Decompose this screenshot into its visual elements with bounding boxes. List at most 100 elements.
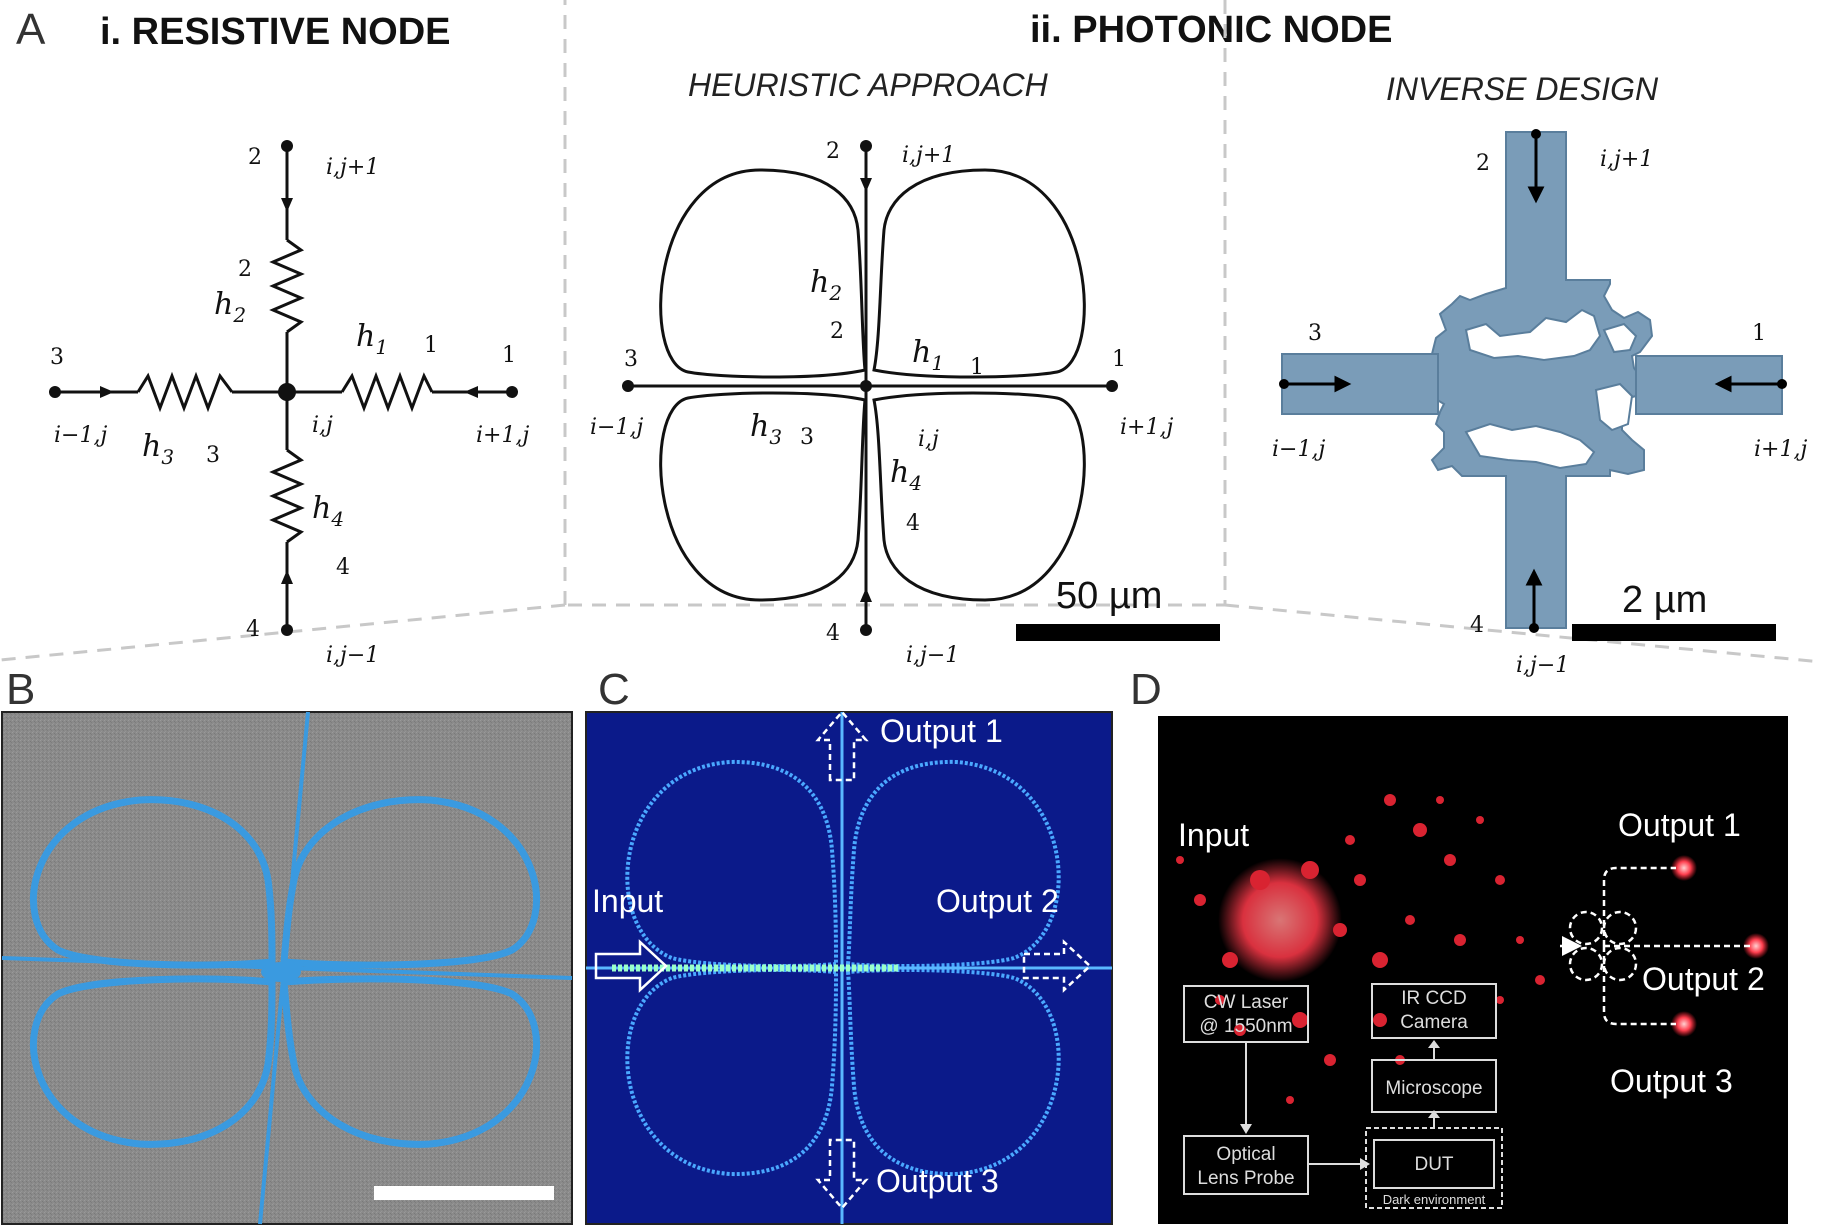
h-h4: h <box>890 455 909 490</box>
heuristic-scale-label: 50 µm <box>1056 575 1162 617</box>
svg-text:h3: h3 <box>750 409 782 449</box>
r-port-1: 1 <box>502 343 516 368</box>
panel-b-letter: B <box>6 665 35 714</box>
panel-a-letter: A <box>16 5 46 54</box>
inverse-scale-label: 2 µm <box>1622 579 1707 621</box>
r-wire-2: 2 <box>238 257 252 282</box>
i-port-3: 3 <box>1308 321 1322 346</box>
h-h1-sub: 1 <box>931 351 944 375</box>
ir-device-sketch <box>1560 866 1750 1026</box>
h-port-4: 4 <box>826 621 840 646</box>
laser-label-2: @ 1550nm <box>1199 1016 1292 1037</box>
h-wire-2: 2 <box>830 319 844 344</box>
sem-junction <box>261 962 301 982</box>
inverse-labels: 2 3 1 4 i,j+1 i−1,j i+1,j i,j−1 <box>1272 147 1807 678</box>
h-wire-4: 4 <box>906 511 920 536</box>
h-h4-sub: 4 <box>908 471 922 495</box>
sim-output1-label: Output 1 <box>880 713 1003 749</box>
sem-rings <box>30 796 540 1148</box>
r-port-3: 3 <box>50 345 64 370</box>
i-port-4: 4 <box>1470 613 1484 638</box>
sim-output2-label: Output 2 <box>936 883 1059 919</box>
i-port-2: 2 <box>1476 151 1490 176</box>
inverse-arrows <box>1286 134 1780 624</box>
ir-speckles <box>1176 794 1545 1104</box>
svg-text:h1: h1 <box>912 335 944 375</box>
panel-d: D Input Output <box>1130 665 1788 1224</box>
dut-box <box>1373 1139 1495 1189</box>
r-wire-1: 1 <box>424 333 438 358</box>
inverse-design-node <box>1279 129 1787 633</box>
inverse-right-arm <box>1635 355 1783 415</box>
probe-label-2: Lens Probe <box>1197 1168 1294 1189</box>
svg-text:h2: h2 <box>810 265 842 305</box>
ir-input-label: Input <box>1178 817 1249 853</box>
r-h2-sub: 2 <box>232 303 246 327</box>
dark-env-label: Dark environment <box>1383 1192 1486 1207</box>
inverse-left-arm <box>1281 353 1439 415</box>
r-h1-sub: 1 <box>375 335 388 359</box>
h-h3-sub: 3 <box>769 425 782 449</box>
r-wire-4: 4 <box>336 555 350 580</box>
sem-scale-bar <box>374 1186 554 1200</box>
svg-text:h4: h4 <box>890 455 922 495</box>
inverse-scale-bar: 2 µm <box>1572 579 1776 641</box>
setup-arrowheads <box>1240 1040 1440 1170</box>
h-port-3: 3 <box>624 347 638 372</box>
panel-d-letter: D <box>1130 665 1162 714</box>
svg-text:h3: h3 <box>142 429 174 469</box>
ir-output1-label: Output 1 <box>1618 807 1741 843</box>
resistive-labels: 2 3 1 4 2 1 3 4 i,j+1 i−1,j i+1,j i,j i,… <box>50 145 529 668</box>
panel-c-letter: C <box>598 665 630 714</box>
heuristic-labels: 2 3 1 4 2 1 3 4 i,j+1 i−1,j i+1,j i,j i,… <box>590 139 1173 668</box>
laser-label-1: CW Laser <box>1204 992 1289 1013</box>
h-h2-sub: 2 <box>828 281 842 305</box>
inverse-title: INVERSE DESIGN <box>1386 71 1659 107</box>
h-h3: h <box>750 409 769 444</box>
i-coord-right: i+1,j <box>1754 437 1807 462</box>
r-h3: h <box>142 429 161 464</box>
resistive-nodes <box>49 140 518 636</box>
r-h3-sub: 3 <box>161 445 174 469</box>
r-h4: h <box>312 491 331 526</box>
r-h2: h <box>214 287 233 322</box>
h-coord-right: i+1,j <box>1120 415 1173 440</box>
panel-b: B <box>1 665 573 1225</box>
r-wire-3: 3 <box>206 443 220 468</box>
i-coord-down: i,j−1 <box>1516 653 1569 678</box>
r-port-4: 4 <box>246 617 260 642</box>
h-h2: h <box>810 265 829 300</box>
i-port-1: 1 <box>1752 321 1766 346</box>
microscope-label: Microscope <box>1385 1078 1482 1099</box>
ir-output2-label: Output 2 <box>1642 961 1765 997</box>
inverse-shape <box>1420 131 1654 629</box>
h-coord-left: i−1,j <box>590 415 643 440</box>
dut-label: DUT <box>1414 1154 1453 1175</box>
h-port-1: 1 <box>1112 347 1126 372</box>
heuristic-title: HEURISTIC APPROACH <box>688 67 1049 103</box>
sim-rings <box>625 759 1061 1177</box>
camera-label-1: IR CCD <box>1401 988 1466 1009</box>
svg-text:h4: h4 <box>312 491 344 531</box>
sim-output3-label: Output 3 <box>876 1163 999 1199</box>
h-coord-down: i,j−1 <box>906 643 959 668</box>
resistive-title: i. RESISTIVE NODE <box>100 11 451 53</box>
r-coord-left: i−1,j <box>54 423 107 448</box>
h-coord-up: i,j+1 <box>902 143 955 168</box>
h-wire-1: 1 <box>970 355 984 380</box>
dashed-frame <box>0 0 1822 664</box>
photonic-title: ii. PHOTONIC NODE <box>1030 9 1392 51</box>
r-coord-right: i+1,j <box>476 423 529 448</box>
panel-c: C Input Output 1 Output 2 Output 3 <box>585 665 1113 1225</box>
h-port-2: 2 <box>826 139 840 164</box>
i-coord-left: i−1,j <box>1272 437 1325 462</box>
r-h1: h <box>356 319 375 354</box>
i-coord-up: i,j+1 <box>1600 147 1653 172</box>
heuristic-nodes <box>622 140 1118 636</box>
h-coord-center: i,j <box>918 427 939 452</box>
r-coord-down: i,j−1 <box>326 643 379 668</box>
camera-label-2: Camera <box>1400 1012 1468 1033</box>
probe-label-1: Optical <box>1216 1144 1275 1165</box>
setup-labels: CW Laser @ 1550nm IR CCD Camera Microsco… <box>1197 988 1485 1207</box>
